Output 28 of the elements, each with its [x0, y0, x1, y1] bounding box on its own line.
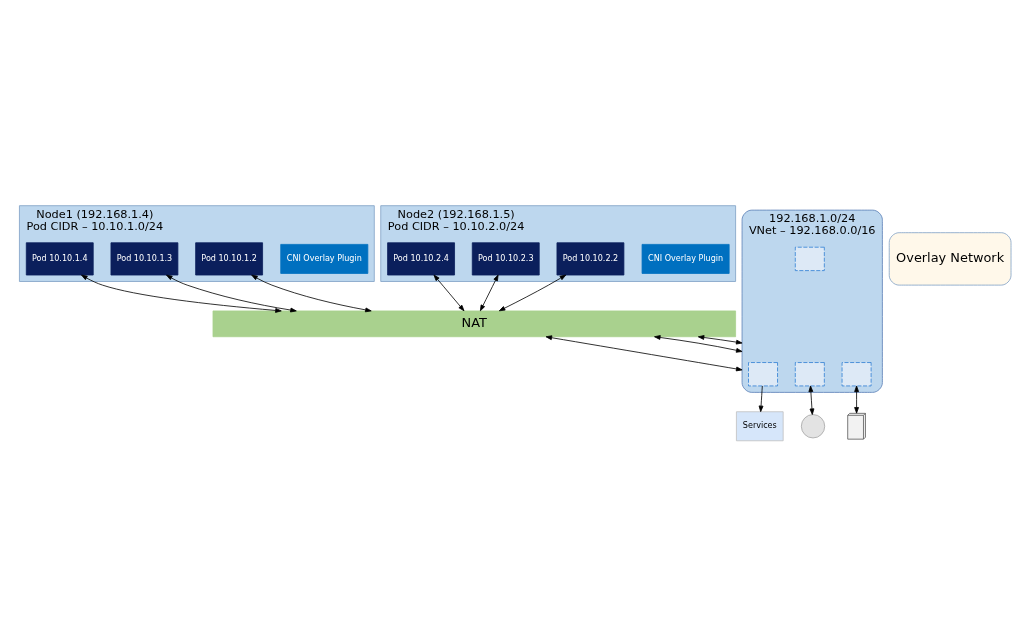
- arrow: [654, 334, 743, 353]
- node-box: Pod 10.10.1.3: [110, 241, 179, 275]
- node-box: CNI Overlay Plugin: [280, 243, 369, 274]
- arrow: [251, 274, 372, 312]
- node-box: Overlay Network: [888, 231, 1012, 286]
- node-box: Pod 10.10.2.2: [556, 241, 625, 275]
- node-box: [794, 246, 825, 271]
- node-box: NAT: [212, 310, 736, 337]
- arrow: [166, 274, 297, 312]
- arrow: [854, 385, 859, 414]
- arrow: [498, 274, 567, 311]
- node-box: CNI Overlay Plugin: [641, 243, 730, 274]
- node-box: Pod 10.10.2.4: [387, 241, 455, 275]
- arrow: [758, 385, 764, 412]
- node-box: [748, 361, 778, 386]
- node-box: [794, 361, 825, 386]
- arrow: [697, 334, 743, 344]
- node-box: Pod 10.10.1.4: [25, 241, 94, 275]
- arrow: [433, 274, 465, 311]
- arrow: [479, 274, 499, 311]
- arrow: [81, 274, 282, 313]
- node-box: Pod 10.10.2.3: [471, 241, 540, 275]
- node-box: [841, 361, 872, 386]
- node-circle: [800, 413, 826, 438]
- arrow: [545, 334, 743, 371]
- arrow: [808, 385, 815, 415]
- node-box: Pod 10.10.1.2: [195, 241, 263, 275]
- node-box: Services: [736, 410, 784, 441]
